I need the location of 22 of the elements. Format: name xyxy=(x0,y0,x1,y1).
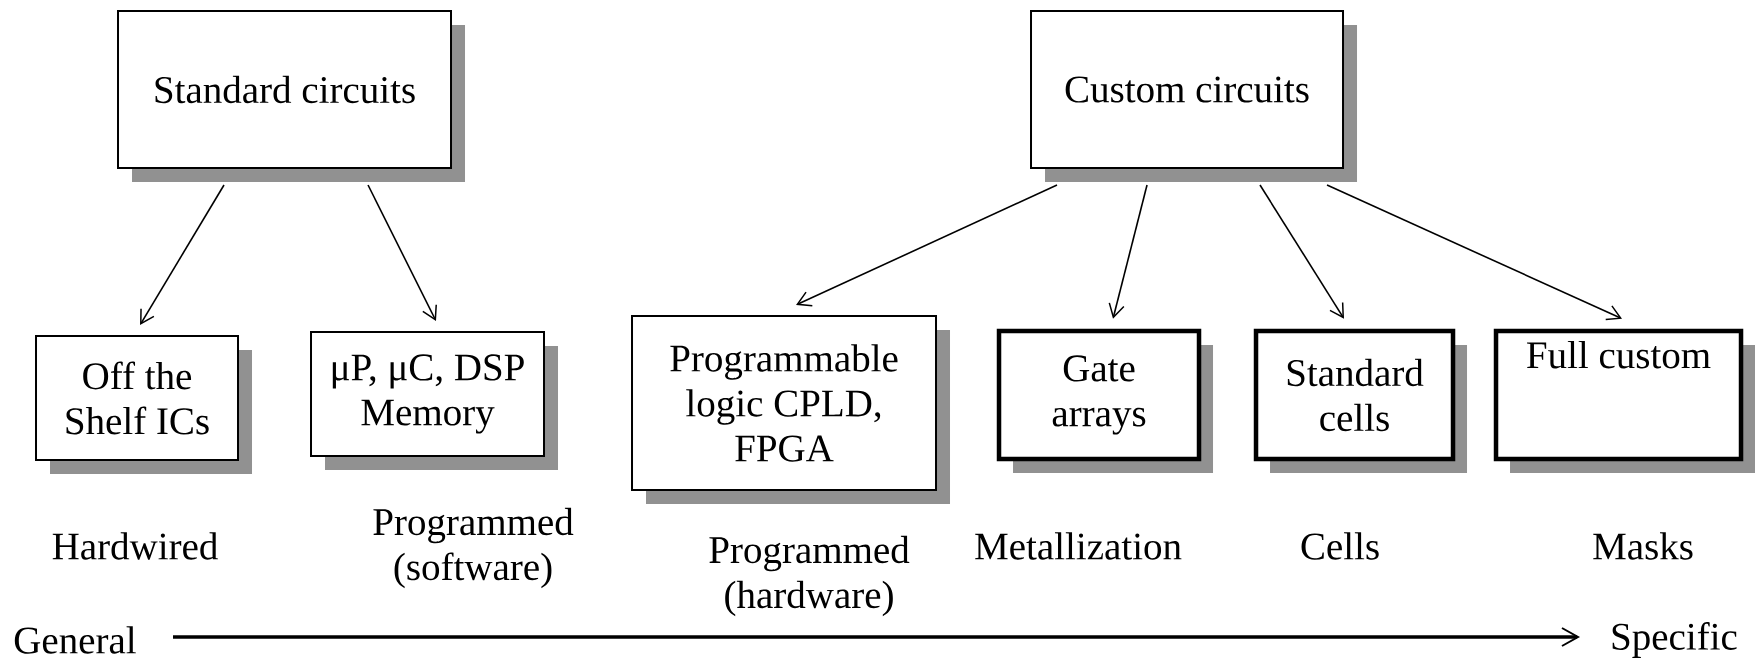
process-box: Standard circuits xyxy=(117,10,465,182)
category-label: Programmed (hardware) xyxy=(709,535,910,617)
arrow xyxy=(140,184,225,325)
process-box: Full custom xyxy=(1493,328,1755,473)
category-label: Masks xyxy=(1593,532,1693,560)
axis-label: General xyxy=(14,626,136,654)
process-box: μP, μC, DSP Memory xyxy=(310,331,558,470)
process-box: Gate arrays xyxy=(996,328,1213,473)
category-label: Cells xyxy=(1301,532,1379,560)
arrow xyxy=(367,184,437,321)
arrow xyxy=(796,184,1058,307)
arrow xyxy=(1259,184,1344,319)
process-box: Off the Shelf ICs xyxy=(35,335,252,474)
category-label: Programmed (software) xyxy=(373,507,574,589)
axis-label: Specific xyxy=(1612,622,1737,658)
process-box: Programmable logic CPLD, FPGA xyxy=(631,315,950,504)
arrow xyxy=(1326,184,1622,321)
process-box: Custom circuits xyxy=(1030,10,1357,182)
process-box: Standard cells xyxy=(1253,328,1467,473)
category-label: Hardwired xyxy=(52,532,218,560)
arrow xyxy=(1108,184,1148,319)
category-label: Metallization xyxy=(975,532,1182,560)
